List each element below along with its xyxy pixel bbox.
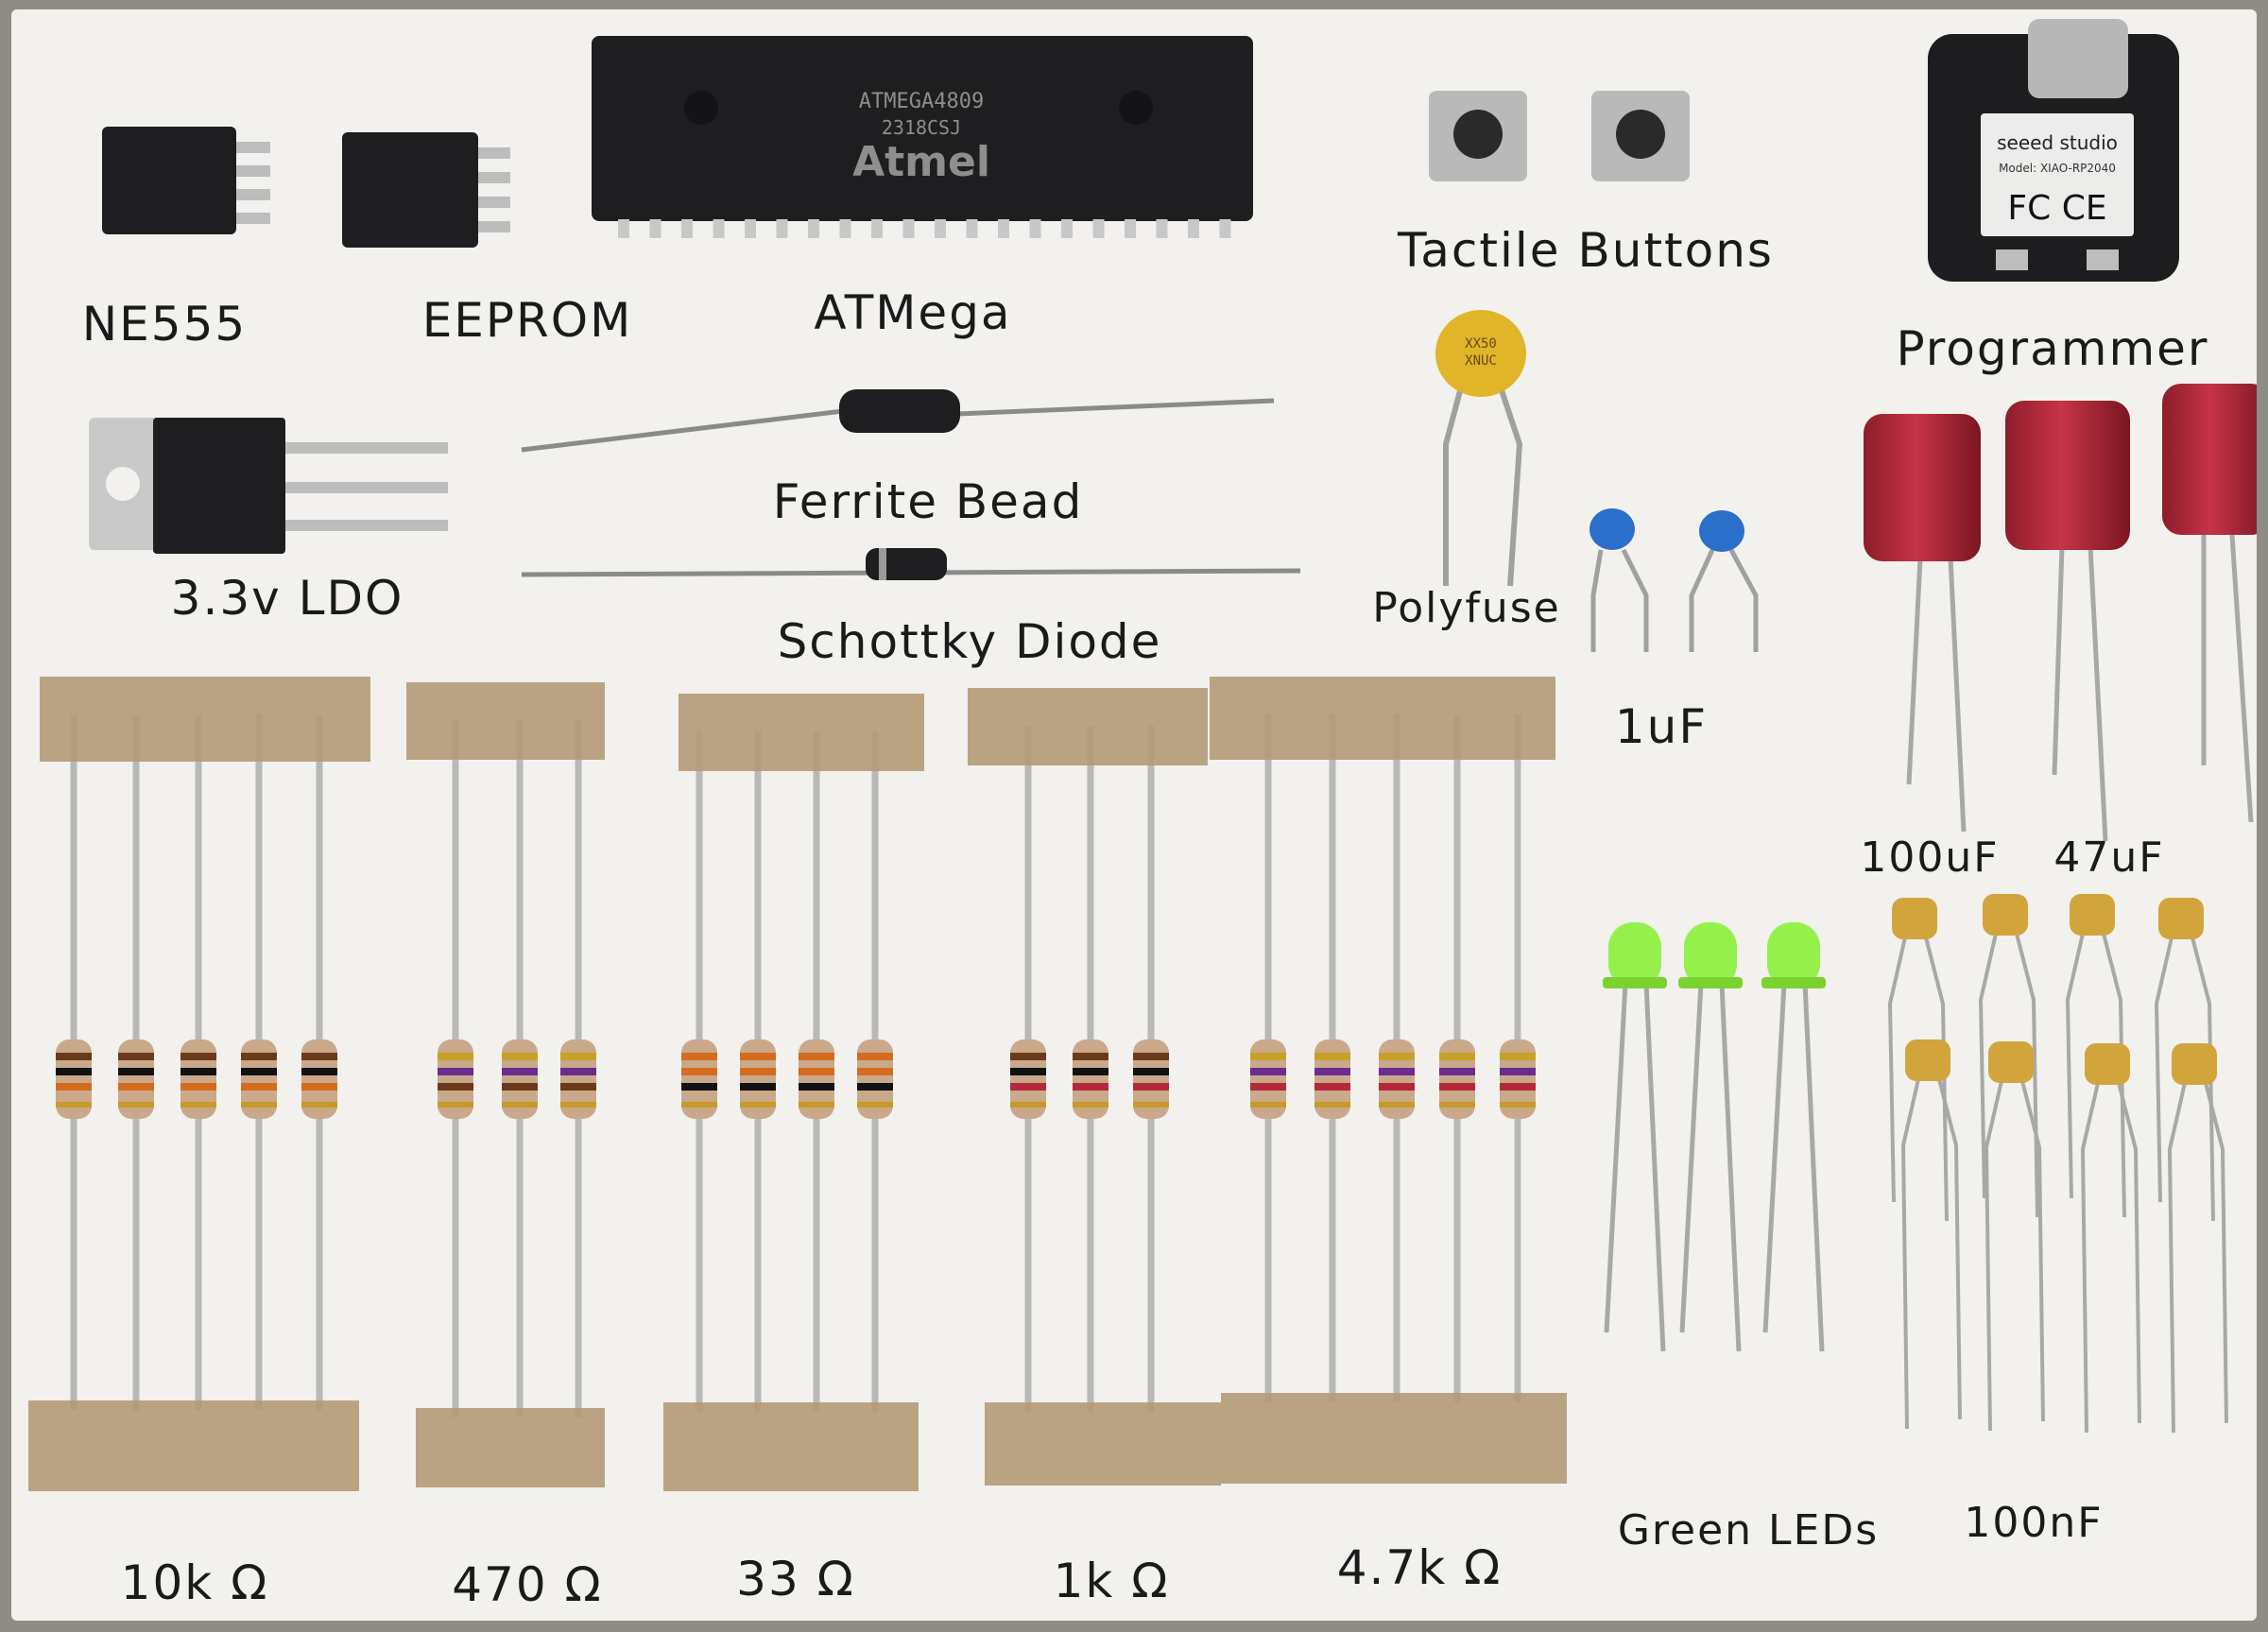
component-board: ATMEGA4809 2318CSJ Atmel seeed studio Mo…	[11, 9, 2257, 1621]
tape-strip-bottom	[1221, 1393, 1567, 1484]
resistors-4k7	[1210, 677, 1567, 1484]
ceramic-cap-100nf	[2154, 898, 2215, 1222]
xiao-programmer-board: seeed studio Model: XIAO-RP2040 FC CE	[1928, 19, 2179, 282]
label-polyfuse: Polyfuse	[1372, 584, 1561, 632]
resistors-470	[406, 682, 605, 1487]
ceramic-cap-1uf-2	[1689, 510, 1759, 652]
resistors-10k	[28, 677, 370, 1491]
tape-strip-top	[968, 688, 1208, 765]
label-eeprom: EEPROM	[421, 293, 633, 348]
resistor	[1500, 714, 1536, 1402]
resistor	[1250, 714, 1286, 1402]
label-programmer: Programmer	[1896, 321, 2209, 376]
resistor	[1133, 726, 1169, 1412]
electrolytic-cap-47uf-1	[2005, 401, 2130, 842]
resistor	[241, 714, 277, 1410]
tape-strip-top	[406, 682, 605, 760]
tape-strip-top	[40, 677, 370, 762]
tape-strip-top	[1210, 677, 1555, 760]
components-illustration: ATMEGA4809 2318CSJ Atmel seeed studio Mo…	[28, 19, 2257, 1491]
resistor	[857, 731, 893, 1412]
label-33: 33 Ω	[736, 1552, 855, 1606]
label-ldo: 3.3v LDO	[170, 571, 404, 626]
atmega-brand-logo: Atmel	[852, 138, 990, 186]
label-green-leds: Green LEDs	[1617, 1506, 1880, 1555]
resistor	[560, 720, 596, 1417]
polyfuse-marking-2: XNUC	[1465, 353, 1497, 369]
label-1uf: 1uF	[1614, 699, 1709, 754]
tape-strip-bottom	[985, 1402, 1221, 1486]
label-47uf: 47uF	[2053, 833, 2165, 882]
resistor	[740, 731, 776, 1412]
tape-strip-top	[679, 694, 924, 771]
ceramic-cap-100nf	[2080, 1043, 2141, 1434]
resistor	[301, 714, 337, 1410]
polyfuse-marking-1: XX50	[1465, 336, 1497, 352]
electrolytic-cap-47uf-2	[2162, 384, 2257, 823]
label-schottky-diode: Schottky Diode	[777, 614, 1162, 669]
resistor	[438, 720, 473, 1417]
resistor	[1379, 714, 1415, 1402]
label-100nf: 100nF	[1964, 1499, 2104, 1547]
resistors-1k	[968, 688, 1221, 1486]
ceramic-cap-100nf	[1900, 1039, 1962, 1430]
resistor	[1010, 726, 1046, 1412]
ne555-chip	[102, 127, 270, 234]
green-led	[1761, 922, 1826, 1352]
resistor	[1439, 714, 1475, 1402]
tape-strip-bottom	[663, 1402, 919, 1491]
resistor	[502, 720, 538, 1417]
label-1k: 1k Ω	[1053, 1554, 1170, 1608]
ceramic-cap-100nf	[1887, 898, 1949, 1222]
ceramic-cap-100nf	[1978, 894, 2039, 1218]
ceramic-cap-100nf	[2167, 1043, 2228, 1434]
label-atmega: ATMega	[814, 285, 1012, 340]
ceramic-cap-1uf-1	[1589, 508, 1649, 652]
label-10k: 10k Ω	[120, 1555, 269, 1610]
resistor	[681, 731, 717, 1412]
label-ferrite-bead: Ferrite Bead	[772, 474, 1084, 529]
resistor	[56, 714, 92, 1410]
polyfuse: XX50 XNUC	[1435, 310, 1526, 587]
tape-strip-bottom	[28, 1400, 359, 1491]
resistor	[799, 731, 834, 1412]
xiao-cert-text: FC CE	[2007, 189, 2106, 228]
green-led	[1603, 922, 1667, 1352]
resistor	[1314, 714, 1350, 1402]
label-100uf: 100uF	[1860, 833, 2000, 882]
label-tactile-buttons: Tactile Buttons	[1398, 223, 1774, 278]
xiao-brand-text: seeed studio	[1997, 131, 2118, 154]
ceramic-cap-100nf	[2065, 894, 2126, 1218]
label-4k7: 4.7k Ω	[1336, 1540, 1503, 1595]
label-470: 470 Ω	[452, 1557, 603, 1612]
ldo-regulator	[89, 418, 448, 554]
ceramic-cap-100nf	[1984, 1041, 2045, 1432]
schottky-diode	[521, 548, 1301, 580]
ferrite-bead	[521, 389, 1275, 453]
resistor	[180, 714, 216, 1410]
tape-strip-bottom	[416, 1408, 605, 1487]
green-led	[1678, 922, 1743, 1352]
eeprom-chip	[342, 132, 510, 248]
tactile-button-1	[1429, 91, 1527, 181]
label-ne555: NE555	[81, 297, 248, 352]
resistor	[118, 714, 154, 1410]
atmega-marking-line1: ATMEGA4809	[859, 90, 984, 113]
electrolytic-cap-100uf	[1864, 414, 1981, 833]
resistor	[1073, 726, 1108, 1412]
atmega-marking-line2: 2318CSJ	[882, 116, 961, 139]
tactile-button-2	[1591, 91, 1690, 181]
resistors-33	[663, 694, 924, 1491]
xiao-model-text: Model: XIAO-RP2040	[1999, 162, 2116, 175]
atmega-chip: ATMEGA4809 2318CSJ Atmel	[592, 36, 1253, 238]
